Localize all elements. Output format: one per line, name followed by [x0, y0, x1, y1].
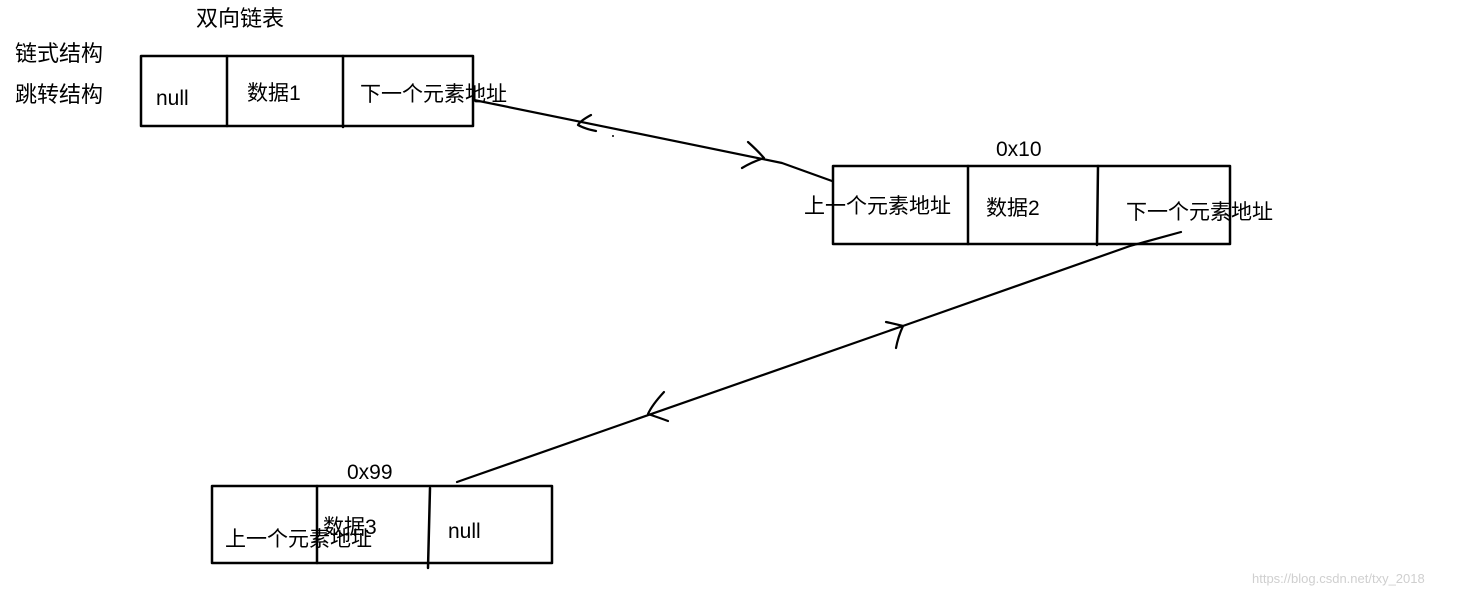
arrowhead-back-to-node1	[576, 113, 598, 133]
node-1-data: 数据1	[247, 82, 301, 105]
node-3-next-pointer: null	[448, 520, 481, 543]
arrowhead-forward-to-node2-b	[884, 320, 905, 350]
arrowhead-back-to-node3	[646, 390, 670, 423]
side-label-jump: 跳转结构	[15, 82, 104, 107]
node-2-prev-pointer: 上一个元素地址	[804, 195, 951, 218]
node-3-address: 0x99	[347, 461, 393, 484]
node-2-next-pointer: 下一个元素地址	[1126, 201, 1273, 224]
node-2-data: 数据2	[986, 197, 1040, 220]
node-2-address: 0x10	[996, 138, 1042, 161]
diagram-title: 双向链表	[196, 6, 285, 31]
node-2-box	[831, 164, 1232, 247]
side-label-chain: 链式结构	[15, 41, 104, 66]
watermark: https://blog.csdn.net/txy_2018	[1252, 571, 1425, 586]
node-3-data: 数据3	[323, 516, 377, 539]
node-3-box	[210, 484, 554, 570]
link-node1-node2	[472, 98, 834, 183]
node-3-prev-pointer: 上一个元素地址	[225, 528, 372, 551]
link-node2-node3	[455, 230, 1183, 484]
node-1-box	[139, 54, 475, 129]
node-1-prev-pointer: null	[156, 87, 189, 110]
stray-dot	[612, 135, 614, 137]
arrowhead-forward-to-node2	[740, 140, 766, 170]
node-1-next-pointer: 下一个元素地址	[360, 83, 507, 106]
